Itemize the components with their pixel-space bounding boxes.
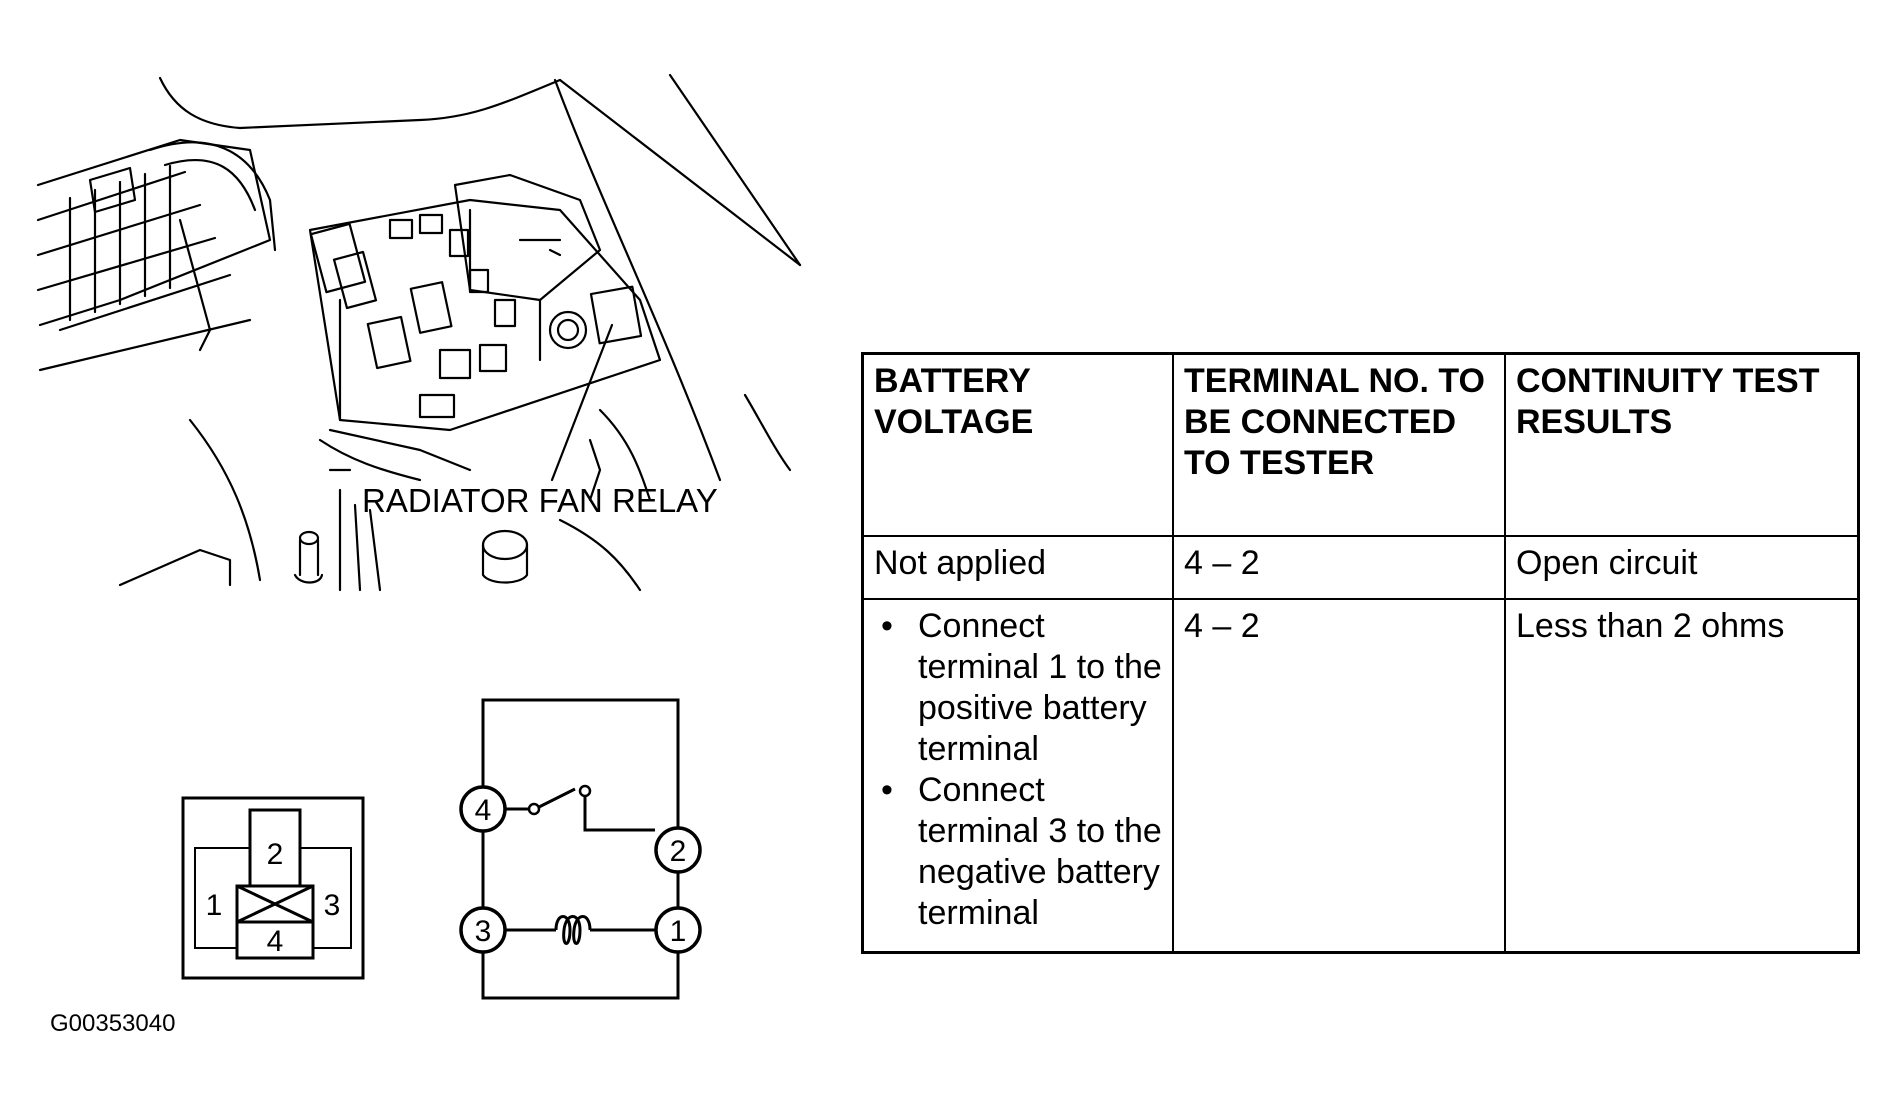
circuit-terminal-3: 3 — [475, 915, 492, 948]
cell-voltage: Connect terminal 1 to the positive batte… — [861, 598, 1174, 954]
header-battery-voltage: BATTERY VOLTAGE — [861, 352, 1174, 537]
continuity-test-table: BATTERY VOLTAGE TERMINAL NO. TO BE CONNE… — [861, 352, 1860, 954]
list-item: Connect terminal 3 to the negative batte… — [881, 770, 1168, 934]
table-header-row: BATTERY VOLTAGE TERMINAL NO. TO BE CONNE… — [861, 352, 1860, 537]
cell-voltage: Not applied — [861, 535, 1174, 600]
face-terminal-3: 3 — [324, 889, 341, 922]
header-continuity-results: CONTINUITY TEST RESULTS — [1504, 352, 1860, 537]
cell-terminals: 4 – 2 — [1172, 535, 1506, 600]
relay-circuit-diagram: 4 2 3 1 — [459, 698, 702, 1000]
relay-terminal-face-diagram: 2 1 3 4 — [181, 796, 365, 980]
cell-result: Open circuit — [1504, 535, 1860, 600]
circuit-terminal-1: 1 — [670, 915, 687, 948]
voltage-step-list: Connect terminal 1 to the positive batte… — [874, 606, 1168, 934]
header-terminal-no: TERMINAL NO. TO BE CONNECTED TO TESTER — [1172, 352, 1506, 537]
table-row: Not applied 4 – 2 Open circuit — [861, 535, 1860, 600]
figure-code: G00353040 — [50, 1010, 176, 1037]
radiator-fan-relay-label: RADIATOR FAN RELAY — [362, 482, 718, 519]
list-item: Connect terminal 1 to the positive batte… — [881, 606, 1168, 770]
circuit-terminal-2: 2 — [670, 835, 687, 868]
face-terminal-1: 1 — [206, 889, 223, 922]
face-terminal-2: 2 — [267, 838, 284, 871]
cell-result: Less than 2 ohms — [1504, 598, 1860, 954]
engine-bay-illustration: RADIATOR FAN RELAY — [36, 73, 802, 592]
face-terminal-4: 4 — [267, 925, 284, 958]
cell-terminals: 4 – 2 — [1172, 598, 1506, 954]
circuit-terminal-4: 4 — [475, 794, 492, 827]
table-row: Connect terminal 1 to the positive batte… — [861, 598, 1860, 954]
